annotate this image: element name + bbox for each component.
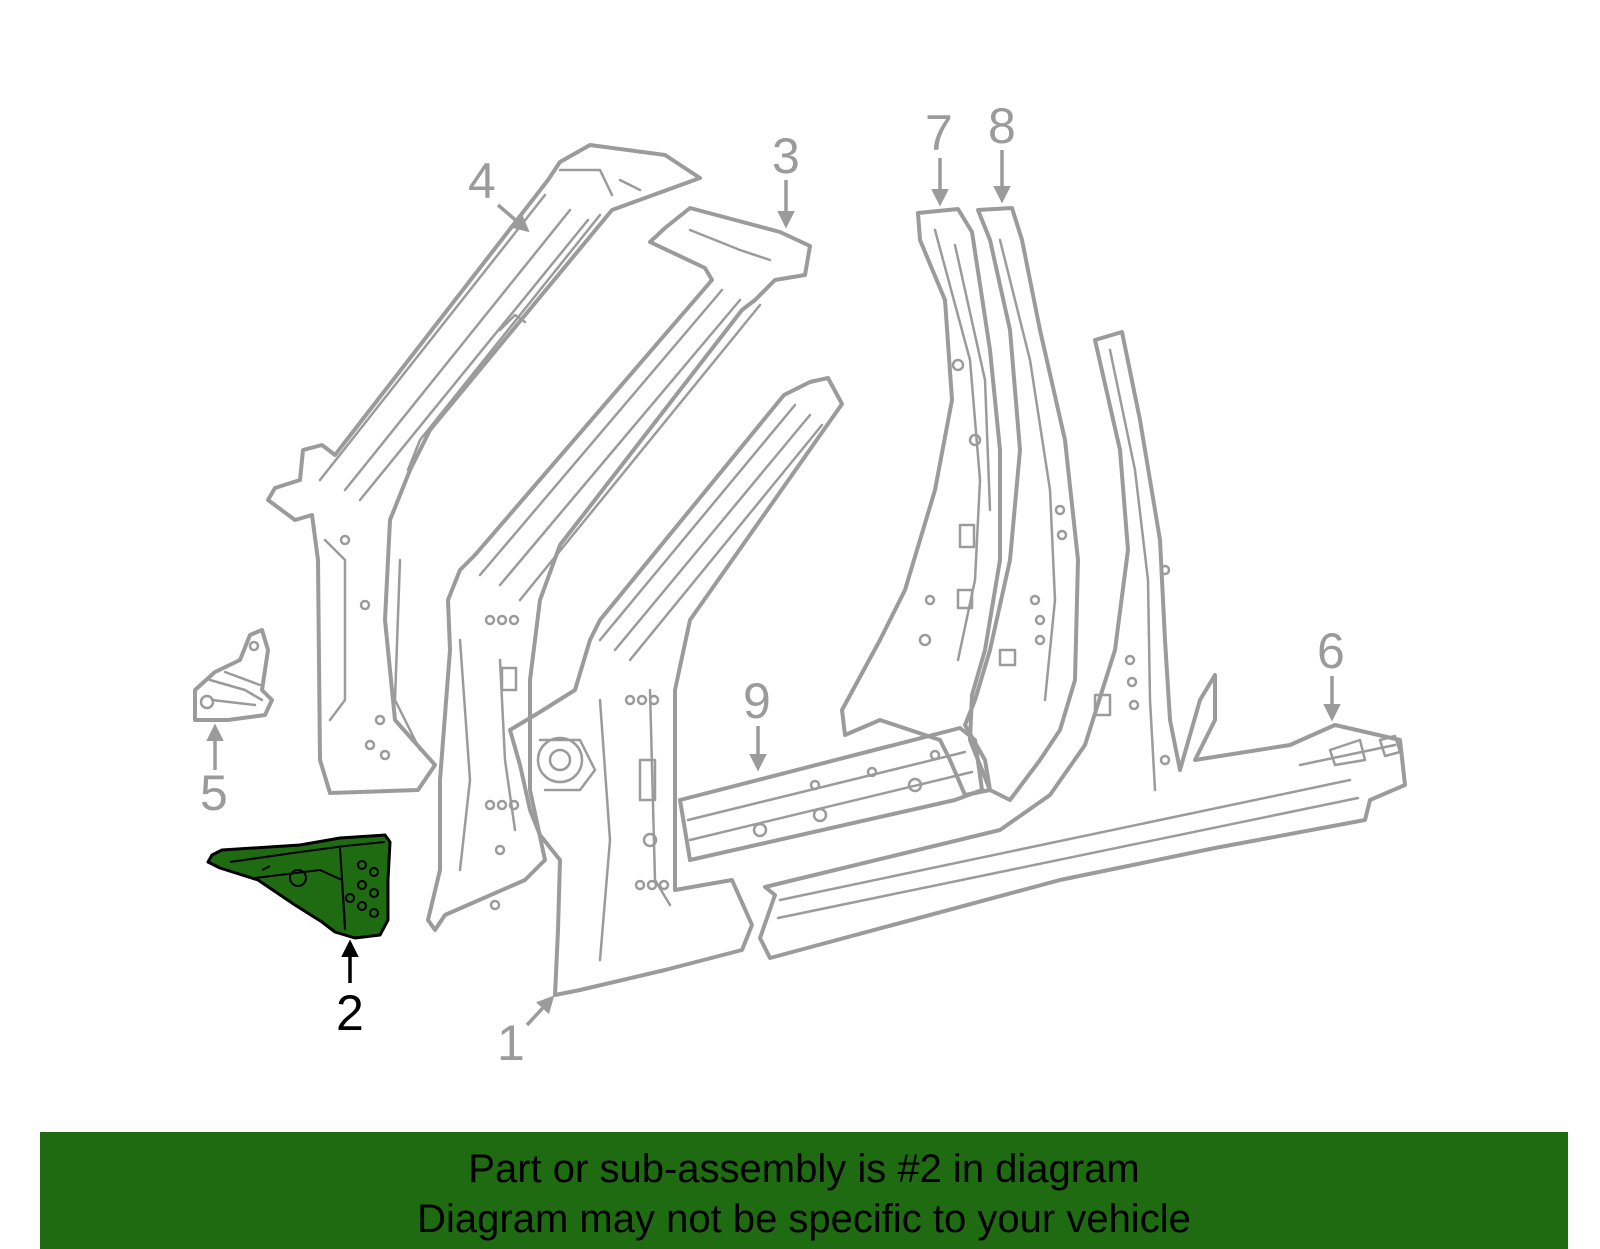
leader-lines [206,150,1341,1027]
callout-labels: 4 3 7 8 9 6 5 1 2 [200,98,1345,1071]
part-9-rocker-inner [678,726,984,862]
part-2-bracket-highlighted[interactable] [206,833,392,940]
callout-1: 1 [497,1015,525,1071]
callout-5: 5 [200,765,228,821]
info-banner: Part or sub-assembly is #2 in diagram Di… [40,1132,1568,1249]
part-8-center-pillar-inner [963,206,1080,802]
part-4-front-pillar [266,143,702,795]
part-3-front-pillar-outer [426,206,812,932]
part-7-center-pillar [840,207,1002,797]
callout-9: 9 [743,673,771,729]
leader-1 [525,995,555,1027]
callout-2: 2 [336,985,364,1041]
callout-6: 6 [1317,623,1345,679]
part-1-hinge-pillar [508,376,844,997]
part-5-bracket [193,628,274,722]
part-6-rocker-panel [758,330,1407,960]
banner-line-1: Part or sub-assembly is #2 in diagram [468,1147,1140,1191]
callout-8: 8 [988,98,1016,154]
leader-4 [496,203,530,233]
callout-7: 7 [925,105,953,161]
callout-4: 4 [468,153,496,209]
banner-line-2: Diagram may not be specific to your vehi… [417,1197,1191,1241]
callout-3: 3 [772,128,800,184]
